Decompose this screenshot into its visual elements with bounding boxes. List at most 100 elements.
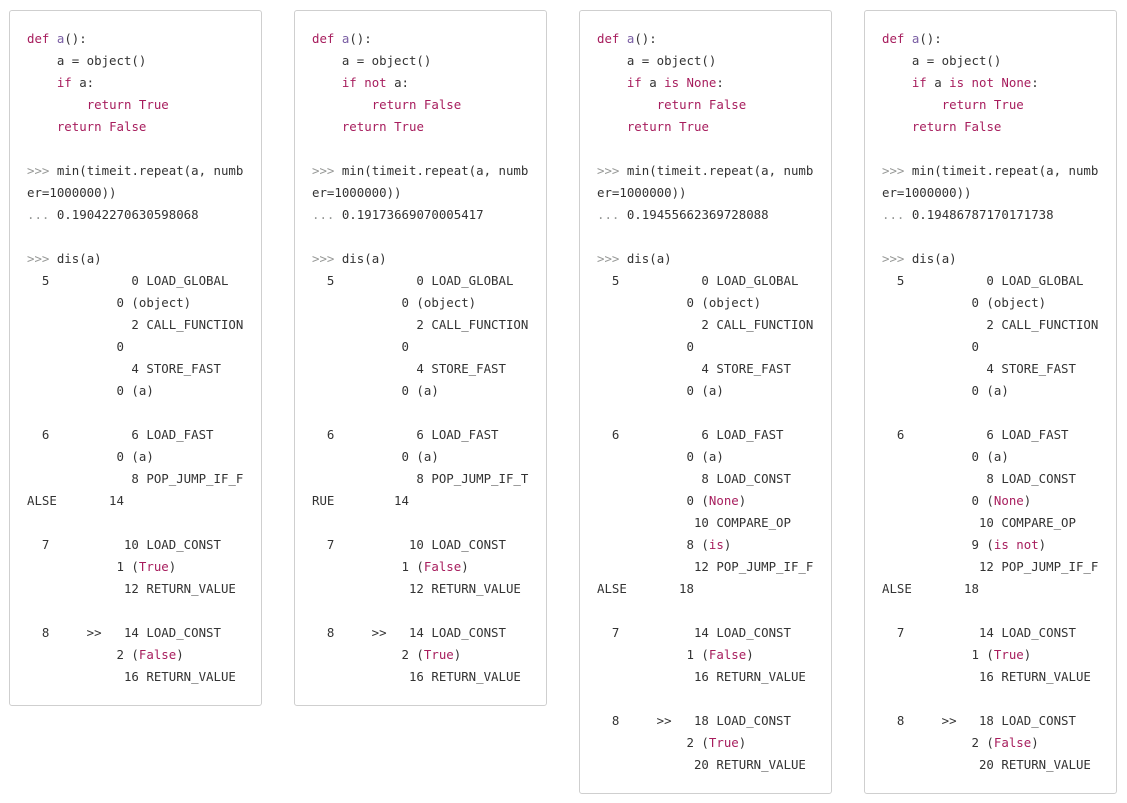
code-token: if: [56, 75, 72, 90]
code-token: 2 CALL_FUNCTION: [597, 317, 814, 332]
code-token: ALSE 14: [27, 493, 124, 508]
code-line: ALSE 14: [27, 490, 261, 512]
code-block: def a(): a = object() if a is None: retu…: [580, 11, 831, 776]
code-line: ... 0.19173669070005417: [312, 204, 546, 226]
code-line: er=1000000)): [312, 182, 546, 204]
code-token: [619, 31, 626, 46]
code-token: 0 (a): [882, 449, 1009, 464]
code-token: :: [716, 75, 724, 90]
code-line: 0: [597, 336, 831, 358]
code-line: RUE 14: [312, 490, 546, 512]
code-line: >>> dis(a): [312, 248, 546, 270]
code-token: 0 (object): [312, 295, 477, 310]
code-token: [672, 119, 679, 134]
code-token: None: [686, 75, 717, 90]
code-line: er=1000000)): [882, 182, 1116, 204]
code-line: [597, 600, 831, 622]
code-token: 0: [312, 339, 409, 354]
code-token: True: [394, 119, 424, 134]
code-line: 8 >> 18 LOAD_CONST: [597, 710, 831, 732]
code-line: [597, 688, 831, 710]
code-block: def a(): a = object() if a is not None: …: [865, 11, 1116, 776]
code-token: True: [708, 735, 739, 750]
code-line: [597, 138, 831, 160]
code-token: 16 RETURN_VALUE: [882, 669, 1091, 684]
code-token: 0 (a): [597, 449, 724, 464]
code-line: >>> min(timeit.repeat(a, numb: [27, 160, 261, 182]
code-token: RUE 14: [312, 493, 409, 508]
code-line: 8 POP_JUMP_IF_F: [27, 468, 261, 490]
code-line: 16 RETURN_VALUE: [882, 666, 1116, 688]
code-line: 8 >> 14 LOAD_CONST: [312, 622, 546, 644]
code-token: ): [738, 493, 747, 508]
prompt-token: ...: [882, 207, 905, 222]
code-token: 0 (: [882, 493, 994, 508]
code-line: [882, 688, 1116, 710]
code-token: 0 (object): [882, 295, 1047, 310]
code-line: 5 0 LOAD_GLOBAL: [882, 270, 1116, 292]
code-token: 4 STORE_FAST: [597, 361, 791, 376]
code-token: return: [86, 97, 132, 112]
code-token: [957, 119, 964, 134]
code-token: True: [423, 647, 454, 662]
code-line: er=1000000)): [27, 182, 261, 204]
code-token: ): [1038, 537, 1047, 552]
code-line: 16 RETURN_VALUE: [27, 666, 261, 688]
code-line: 0 (a): [597, 446, 831, 468]
code-token: ): [1031, 735, 1039, 750]
code-token: 4 STORE_FAST: [27, 361, 221, 376]
code-token: False: [708, 647, 747, 662]
code-line: 4 STORE_FAST: [882, 358, 1116, 380]
code-line: return True: [27, 94, 261, 116]
code-line: [312, 600, 546, 622]
code-token: 5 0 LOAD_GLOBAL: [882, 273, 1084, 288]
code-token: [986, 97, 993, 112]
code-token: False: [423, 97, 462, 112]
prompt-token: >>>: [597, 251, 620, 266]
prompt-token: ...: [597, 207, 620, 222]
code-line: return True: [312, 116, 546, 138]
code-line: def a():: [312, 28, 546, 50]
code-token: return: [626, 119, 672, 134]
code-line: def a():: [597, 28, 831, 50]
code-line: [312, 226, 546, 248]
code-token: a: [911, 31, 920, 46]
code-line: er=1000000)): [597, 182, 831, 204]
code-token: False: [109, 119, 147, 134]
code-token: 16 RETURN_VALUE: [312, 669, 521, 684]
code-token: a: [926, 75, 950, 90]
code-token: is: [708, 537, 724, 552]
code-token: [882, 97, 942, 112]
code-token: a = object(): [312, 53, 432, 68]
code-line: [597, 226, 831, 248]
code-line: return False: [312, 94, 546, 116]
code-token: [597, 75, 627, 90]
code-token: 8 (: [597, 537, 709, 552]
code-token: return: [56, 119, 102, 134]
code-token: 2 (: [597, 735, 709, 750]
code-line: return False: [597, 94, 831, 116]
code-line: ALSE 18: [882, 578, 1116, 600]
code-token: 16 RETURN_VALUE: [597, 669, 806, 684]
code-line: 0: [27, 336, 261, 358]
code-token: 8 POP_JUMP_IF_T: [312, 471, 529, 486]
code-token: True: [138, 97, 169, 112]
code-line: [882, 600, 1116, 622]
code-token: 12 RETURN_VALUE: [27, 581, 236, 596]
code-token: 0.19042270630598068: [49, 207, 199, 222]
code-token: 6 6 LOAD_FAST: [597, 427, 784, 442]
code-line: 8 LOAD_CONST: [882, 468, 1116, 490]
code-token: ): [746, 647, 754, 662]
code-line: def a():: [882, 28, 1116, 50]
code-token: min(timeit.repeat(a, numb: [619, 163, 814, 178]
code-token: [49, 31, 56, 46]
code-token: [701, 97, 708, 112]
code-line: return True: [597, 116, 831, 138]
code-token: False: [964, 119, 1002, 134]
code-line: 1 (True): [27, 556, 261, 578]
code-token: 2 (: [27, 647, 139, 662]
code-line: 0 (object): [597, 292, 831, 314]
code-line: 12 POP_JUMP_IF_F: [597, 556, 831, 578]
code-line: 0: [312, 336, 546, 358]
code-token: [597, 119, 627, 134]
